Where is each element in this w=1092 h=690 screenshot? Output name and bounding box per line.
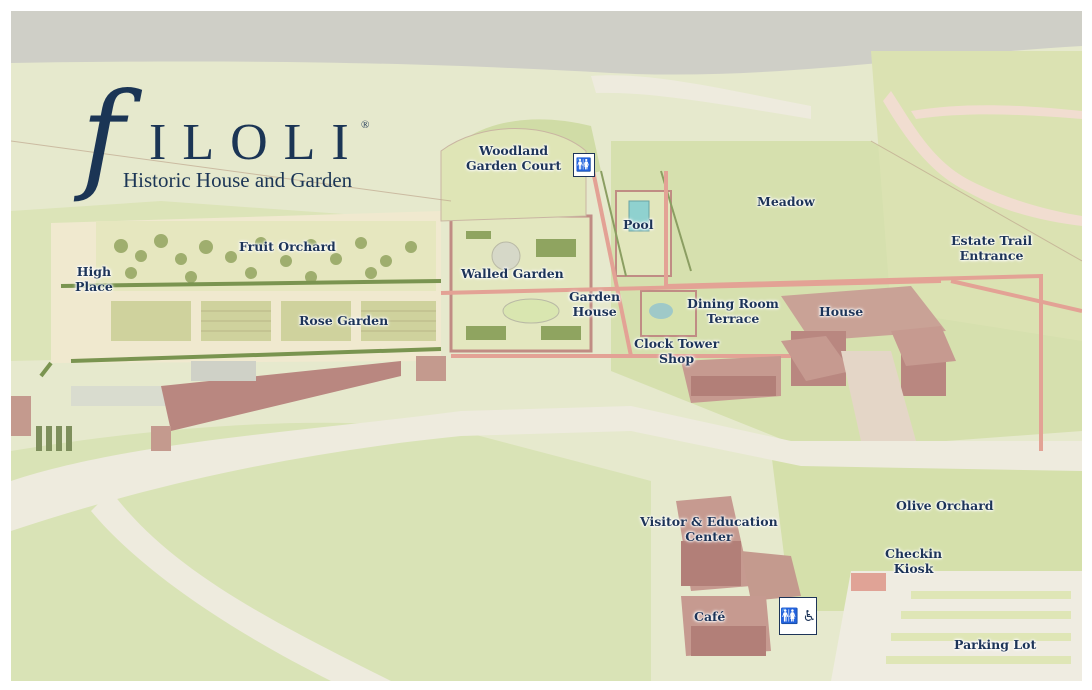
label-line: High	[76, 264, 112, 279]
label-line: Clock Tower	[634, 336, 720, 351]
label-walled-garden[interactable]: Walled Garden	[461, 266, 564, 281]
label-fruit-orchard[interactable]: Fruit Orchard	[239, 239, 336, 254]
accessible-icon: ♿	[802, 607, 817, 625]
logo-wordmark: ILOLI	[149, 114, 365, 171]
label-olive-orchard[interactable]: Olive Orchard	[896, 498, 994, 513]
label-checkin-kiosk[interactable]: Checkin Kiosk	[885, 546, 942, 576]
label-line: Walled Garden	[461, 266, 564, 281]
restroom-north-marker[interactable]: 🚻	[573, 153, 595, 177]
label-line: Parking Lot	[954, 637, 1037, 652]
label-estate-trail-entrance[interactable]: Estate Trail Entrance	[951, 233, 1032, 263]
label-line: House	[572, 304, 617, 319]
restroom-icon: 🚻	[575, 157, 593, 173]
label-line: Café	[694, 609, 726, 624]
label-line: Place	[75, 279, 113, 294]
map-base	[11, 11, 1082, 681]
label-line: Dining Room	[687, 296, 779, 311]
label-cafe[interactable]: Café	[694, 609, 725, 624]
restroom-icon: 🚻	[779, 607, 799, 625]
label-line: Estate Trail	[951, 233, 1033, 248]
label-line: Olive Orchard	[896, 498, 994, 513]
label-line: Fruit Orchard	[239, 239, 336, 254]
label-woodland-garden-court[interactable]: Woodland Garden Court	[466, 143, 561, 173]
registered-mark: ®	[361, 119, 370, 131]
label-line: Garden Court	[466, 158, 562, 173]
label-meadow[interactable]: Meadow	[757, 194, 815, 209]
label-house[interactable]: House	[819, 304, 863, 319]
label-rose-garden[interactable]: Rose Garden	[299, 313, 388, 328]
label-line: Checkin	[885, 546, 943, 561]
label-high-place[interactable]: High Place	[75, 264, 113, 294]
label-clock-tower-shop[interactable]: Clock Tower Shop	[634, 336, 719, 366]
label-line: Visitor & Education	[640, 514, 778, 529]
label-line: Center	[685, 529, 733, 544]
estate-map[interactable]: f ILOLI ® Historic House and Garden Wood…	[11, 11, 1082, 681]
label-parking-lot[interactable]: Parking Lot	[954, 637, 1036, 652]
label-line: Shop	[658, 351, 695, 366]
label-line: Garden	[569, 289, 621, 304]
label-line: Entrance	[959, 248, 1024, 263]
label-line: Terrace	[706, 311, 760, 326]
logo-f-letter: f	[81, 67, 125, 205]
label-dining-room-terrace[interactable]: Dining Room Terrace	[687, 296, 779, 326]
label-line: Woodland	[479, 143, 549, 158]
label-line: Rose Garden	[299, 313, 389, 328]
label-line: Kiosk	[893, 561, 934, 576]
label-line: Pool	[623, 217, 654, 232]
label-pool[interactable]: Pool	[623, 217, 654, 232]
label-line: House	[819, 304, 864, 319]
label-line: Meadow	[757, 194, 815, 209]
label-garden-house[interactable]: Garden House	[569, 289, 620, 319]
label-visitor-education-center[interactable]: Visitor & Education Center	[640, 514, 778, 544]
logo-tagline: Historic House and Garden	[123, 168, 353, 192]
restroom-south-marker[interactable]: 🚻 ♿	[779, 597, 817, 635]
